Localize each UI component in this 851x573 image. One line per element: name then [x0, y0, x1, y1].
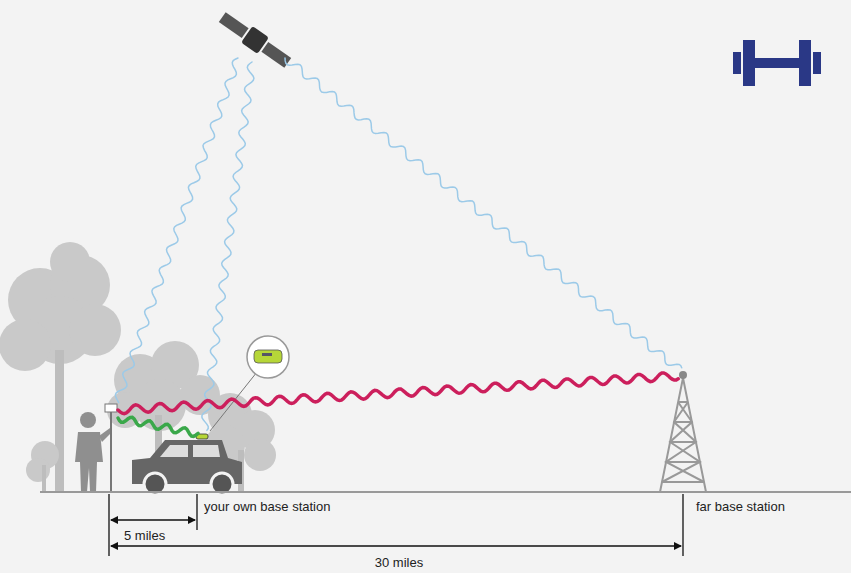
signal-waves: [115, 58, 681, 436]
signal-wave: [285, 58, 682, 368]
surveyor: [75, 404, 117, 492]
distance-label: 30 miles: [372, 555, 426, 570]
station-label: your own base station: [204, 499, 330, 514]
signal-wave: [118, 417, 198, 436]
dumbbell-icon: [733, 40, 821, 86]
signal-wave: [118, 373, 678, 414]
trees: [0, 242, 276, 492]
dimensions: [40, 492, 851, 556]
station-label: far base station: [696, 499, 785, 514]
signal-wave: [202, 62, 254, 430]
signal-wave: [115, 58, 238, 403]
distance-label: 5 miles: [124, 528, 165, 543]
satellite: [216, 9, 293, 71]
vehicle: [132, 336, 289, 495]
tower: [660, 371, 706, 492]
